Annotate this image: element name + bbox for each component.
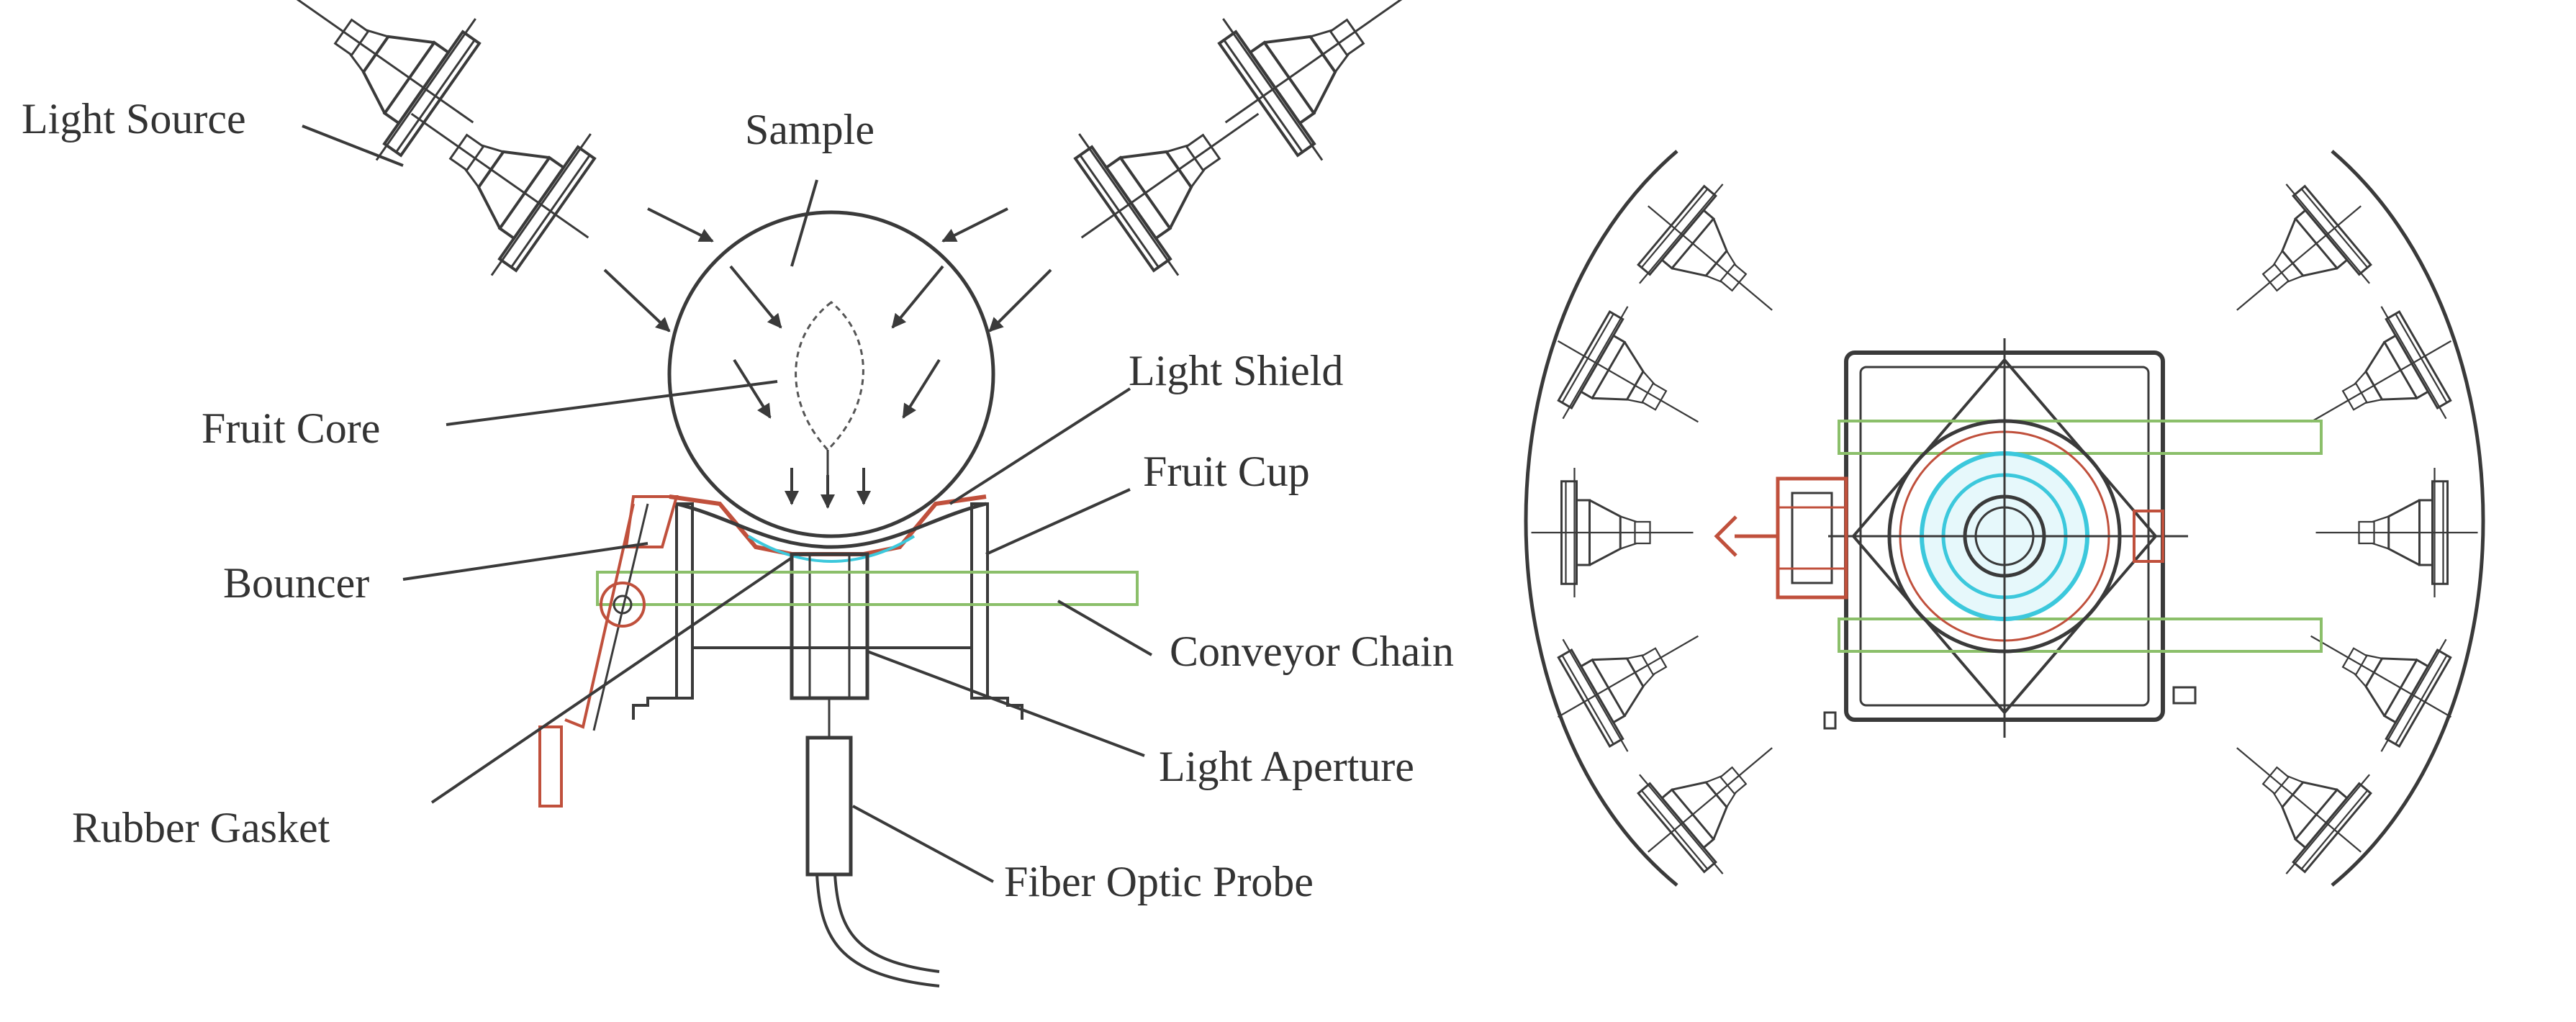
light-aperture-tube <box>790 552 869 700</box>
label-light-shield: Light Shield <box>1129 347 1343 394</box>
lamp-upper-left-outer <box>245 0 525 195</box>
fiber-optic-probe <box>805 698 940 987</box>
lamp-ring-right <box>2331 150 2485 887</box>
conveyor-chain <box>596 571 1139 606</box>
label-light-source: Light Source <box>22 95 246 143</box>
light-rays <box>603 207 1052 509</box>
labels: Light Source Sample Fruit Core Light Shi… <box>22 95 1454 905</box>
top-view-schematic <box>1524 150 2485 903</box>
label-fruit-core: Fruit Core <box>202 404 380 452</box>
leader-lines <box>302 125 1152 883</box>
top-view-bouncer <box>1714 476 1848 600</box>
bouncer <box>538 495 679 808</box>
lamp-upper-right-inner <box>1030 41 1310 310</box>
fruit-core <box>795 301 864 452</box>
label-conveyor-chain: Conveyor Chain <box>1170 628 1454 675</box>
top-view-cup-assembly <box>1823 338 2323 738</box>
label-sample: Sample <box>745 106 875 153</box>
lamp-upper-right-outer <box>1174 0 1454 195</box>
label-rubber-gasket: Rubber Gasket <box>72 804 330 851</box>
label-bouncer: Bouncer <box>223 559 369 607</box>
side-view-schematic: Light Source Sample Fruit Core Light Shi… <box>22 0 1454 987</box>
sample-fruit <box>667 210 995 538</box>
light-source-lamps <box>245 0 1454 310</box>
label-light-aperture: Light Aperture <box>1159 743 1414 790</box>
lamp-upper-left-inner <box>360 41 640 310</box>
label-fruit-cup: Fruit Cup <box>1143 448 1310 495</box>
label-fiber-optic-probe: Fiber Optic Probe <box>1004 858 1314 905</box>
lamp-ring-left <box>1524 150 1678 887</box>
